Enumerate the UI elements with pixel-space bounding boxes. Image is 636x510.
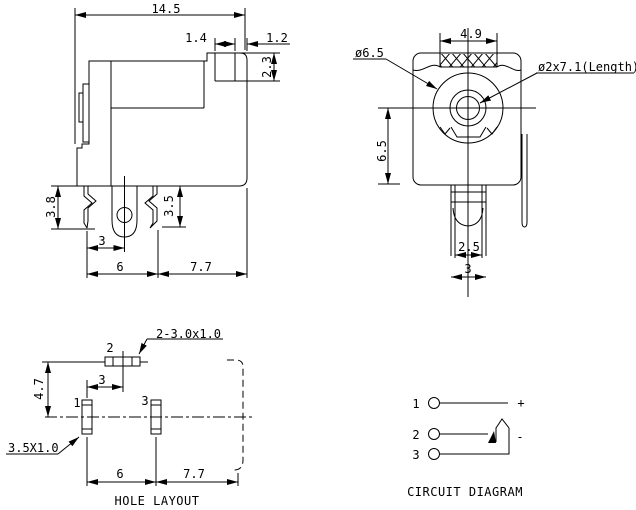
dim-hole-pitch: 6 7.7 — [86, 437, 239, 486]
dim-label-hole-pitch-small: 3 — [98, 373, 105, 387]
dim-lug-outer-width: 3 — [451, 262, 486, 280]
dim-front-pin-length: 3.8 — [44, 185, 95, 230]
circuit-pin3-label: 3 — [412, 448, 419, 462]
dim-label-front-pin-length: 3.8 — [44, 196, 58, 218]
dim-pin-pitch: 6 7.7 — [87, 188, 248, 278]
dim-label-rear-pin-length: 3.5 — [162, 195, 176, 217]
side-view-right-pin — [144, 186, 158, 229]
center-pin-spec-text: ø2x7.1(Length) — [538, 60, 636, 74]
dim-label-notch-width: 1.4 — [185, 31, 207, 45]
dim-label-edge-distance: 7.7 — [183, 467, 205, 481]
side-view-top-window — [214, 53, 236, 82]
dim-overall-width: 14.5 — [74, 2, 246, 144]
dim-label-overall-width: 14.5 — [152, 2, 181, 16]
polarity-negative: - — [516, 430, 523, 444]
dim-rear-pin-length: 3.5 — [162, 186, 186, 228]
label-slot-spec: 2-3.0x1.0 — [138, 327, 223, 355]
hole1-slot-ends — [82, 404, 92, 430]
hole3-slot-ends — [151, 404, 161, 430]
switch-contact — [488, 431, 496, 443]
dim-label-center-height: 6.5 — [375, 140, 389, 162]
dim-label-lug-inner-width: 2.5 — [458, 240, 480, 254]
label-barrel-diameter: ø6.5 — [353, 46, 438, 90]
front-view-body-outline — [412, 52, 522, 186]
bottom-lug — [450, 185, 487, 258]
side-view-inner-lines — [110, 61, 205, 186]
side-view: 14.5 1.4 1.2 2.3 3.8 3.5 — [44, 2, 290, 278]
dim-hole-pitch-small: 3 — [86, 373, 123, 398]
slot-spec-text: 2-3.0x1.0 — [156, 327, 221, 341]
barrel-diameter-text: ø6.5 — [355, 46, 384, 60]
hole2-label: 2 — [106, 341, 113, 355]
side-view-left-pin — [83, 186, 97, 229]
hole1-spec-text: 3.5X1.0 — [8, 441, 59, 455]
dim-lug-inner-width: 2.5 — [455, 240, 482, 258]
dim-pin-pitch-small: 3 — [86, 231, 125, 278]
side-view-spring-tabs — [78, 83, 89, 143]
dim-label-pin-pitch: 6 — [116, 260, 123, 274]
label-hole1-spec: 3.5X1.0 — [6, 436, 80, 455]
switch-lever — [495, 418, 510, 442]
dim-opening-width: 4.9 — [439, 27, 498, 54]
dim-label-hole-pitch: 6 — [116, 467, 123, 481]
dim-label-notch-height: 2.3 — [260, 56, 274, 78]
label-center-pin-spec: ø2x7.1(Length) — [479, 60, 636, 104]
dim-label-pin-pitch-small: 3 — [98, 234, 105, 248]
hole-layout-view: 2 2-3.0x1.0 4.7 3 1 3 3.5X1.0 — [6, 327, 253, 508]
circuit-diagram-caption: CIRCUIT DIAGRAM — [407, 485, 523, 499]
dim-label-opening-width: 4.9 — [460, 27, 482, 41]
hole-layout-caption: HOLE LAYOUT — [115, 494, 200, 508]
dim-label-edge-offset: 1.2 — [266, 31, 288, 45]
side-tab — [521, 134, 528, 228]
circuit-pin2-terminal — [428, 428, 440, 440]
dim-notch-height: 2.3 — [235, 52, 280, 82]
circuit-pin1-terminal — [428, 397, 440, 409]
circuit-pin2-label: 2 — [412, 428, 419, 442]
body-edge-projection — [227, 359, 244, 471]
hole3-label: 3 — [141, 394, 148, 408]
dim-center-height: 6.5 — [375, 108, 400, 185]
dim-label-vertical-offset: 4.7 — [32, 378, 46, 400]
circuit-pin3-terminal — [428, 448, 440, 460]
dim-label-pin-to-edge: 7.7 — [190, 260, 212, 274]
circuit-pin3-wire — [439, 428, 510, 455]
dim-label-lug-outer-width: 3 — [464, 262, 471, 276]
hole2-slot-ends — [112, 357, 133, 366]
hole1-label: 1 — [73, 396, 80, 410]
polarity-positive: + — [517, 396, 524, 410]
barrel-top-wave — [412, 64, 522, 71]
dim-notch-width: 1.4 — [185, 31, 236, 51]
front-view: 4.9 ø6.5 ø2x7.1(Length) 6.5 2.5 3 — [353, 27, 636, 297]
circuit-diagram-view: 1 2 3 + - CIRCUIT DIAGRAM — [407, 396, 525, 499]
circuit-pin1-label: 1 — [412, 397, 419, 411]
side-view-body-outline — [76, 52, 248, 187]
dim-edge-offset: 1.2 — [246, 31, 290, 51]
dim-vertical-offset: 4.7 — [32, 362, 51, 417]
